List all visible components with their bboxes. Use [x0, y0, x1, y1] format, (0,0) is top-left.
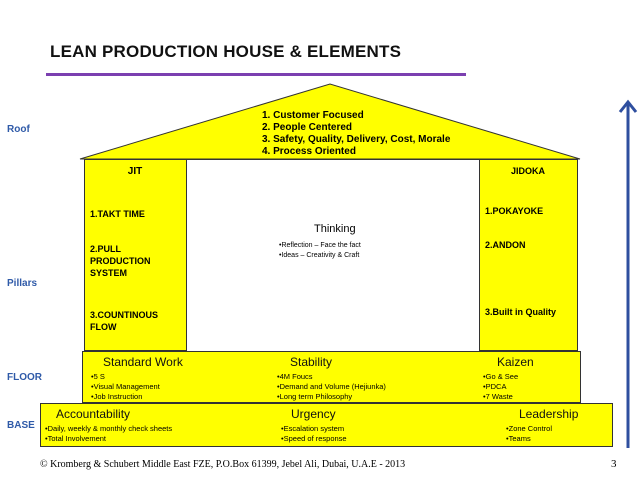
- page-title: LEAN PRODUCTION HOUSE & ELEMENTS: [50, 42, 402, 61]
- roof-item: 1. Customer Focused: [262, 110, 364, 121]
- base-leadership-list: •Zone Control •Teams: [506, 424, 552, 444]
- list-item: •Visual Management: [91, 382, 160, 391]
- title-underline: [46, 73, 466, 76]
- center-list: •Reflection – Face the fact •Ideas – Cre…: [279, 241, 361, 261]
- pillar-jit-item: 1.TAKT TIME: [90, 209, 145, 219]
- list-item: •Long term Philosophy: [277, 392, 353, 401]
- list-item: •Go & See: [483, 372, 519, 381]
- floor-stability-title: Stability: [290, 355, 333, 369]
- floor-stability-list: •4M Foucs •Demand and Volume (Hejiunka) …: [277, 372, 386, 402]
- page-number: 3: [611, 458, 617, 470]
- base-urgency-list: •Escalation system •Speed of response: [281, 424, 347, 444]
- pillar-jidoka-item: 3.Built in Quality: [485, 307, 557, 317]
- floor-standard-work-list: •5 S •Visual Management •Job Instruction: [91, 372, 160, 402]
- pillar-jit: JIT 1.TAKT TIME 2.PULL PRODUCTION SYSTEM…: [84, 159, 187, 351]
- label-base: BASE: [7, 420, 35, 431]
- list-item: •PDCA: [483, 382, 507, 391]
- list-item: •Daily, weekly & monthly check sheets: [45, 424, 173, 433]
- pillar-jit-title: JIT: [127, 166, 143, 177]
- footer-copyright: © Kromberg & Schubert Middle East FZE, P…: [40, 459, 406, 470]
- floor-kaizen-list: •Go & See •PDCA •7 Waste: [483, 372, 518, 402]
- floor-standard-work-title: Standard Work: [103, 355, 183, 369]
- list-item: •Zone Control: [506, 424, 552, 433]
- center-title: Thinking: [314, 223, 356, 235]
- label-pillars: Pillars: [7, 278, 38, 289]
- list-item: •Escalation system: [281, 424, 345, 433]
- list-item: •Demand and Volume (Hejiunka): [277, 382, 386, 391]
- base-urgency-title: Urgency: [291, 407, 336, 421]
- list-item: •Job Instruction: [91, 392, 143, 401]
- roof-item: 2. People Centered: [262, 122, 353, 133]
- list-item: •5 S: [91, 372, 105, 381]
- base-accountability-title: Accountability: [56, 407, 131, 421]
- base-accountability-list: •Daily, weekly & monthly check sheets •T…: [45, 424, 172, 444]
- list-item: •4M Foucs: [277, 372, 313, 381]
- base-leadership-title: Leadership: [519, 407, 579, 421]
- pillar-jidoka-title: JIDOKA: [510, 166, 545, 176]
- up-arrow-icon: [618, 99, 638, 448]
- label-roof: Roof: [7, 124, 30, 135]
- pillar-jidoka: JIDOKA 1.POKAYOKE 2.ANDON 3.Built in Qua…: [479, 159, 578, 351]
- pillar-jidoka-item: 2.ANDON: [485, 240, 526, 250]
- center-item: •Ideas – Creativity & Craft: [279, 252, 360, 259]
- pillar-jidoka-item: 1.POKAYOKE: [485, 206, 544, 216]
- pillar-jit-item: 3.COUNTINOUS FLOW: [90, 310, 159, 332]
- center-item: •Reflection – Face the fact: [279, 242, 361, 249]
- list-item: •Teams: [506, 434, 531, 443]
- house-floor: Standard Work •5 S •Visual Management •J…: [82, 351, 581, 403]
- pillar-jit-item: 2.PULL PRODUCTION SYSTEM: [90, 244, 151, 278]
- list-item: •7 Waste: [483, 392, 513, 401]
- label-floor: FLOOR: [7, 372, 42, 383]
- roof-principles: 1. Customer Focused 2. People Centered 3…: [262, 110, 450, 158]
- list-item: •Total Involvement: [45, 434, 106, 443]
- roof-item: 4. Process Oriented: [262, 146, 356, 157]
- floor-kaizen-title: Kaizen: [497, 355, 534, 369]
- house-base: Accountability •Daily, weekly & monthly …: [40, 403, 613, 447]
- house-center: Thinking •Reflection – Face the fact •Id…: [187, 159, 479, 352]
- roof-item: 3. Safety, Quality, Delivery, Cost, Mora…: [262, 134, 451, 145]
- list-item: •Speed of response: [281, 434, 347, 443]
